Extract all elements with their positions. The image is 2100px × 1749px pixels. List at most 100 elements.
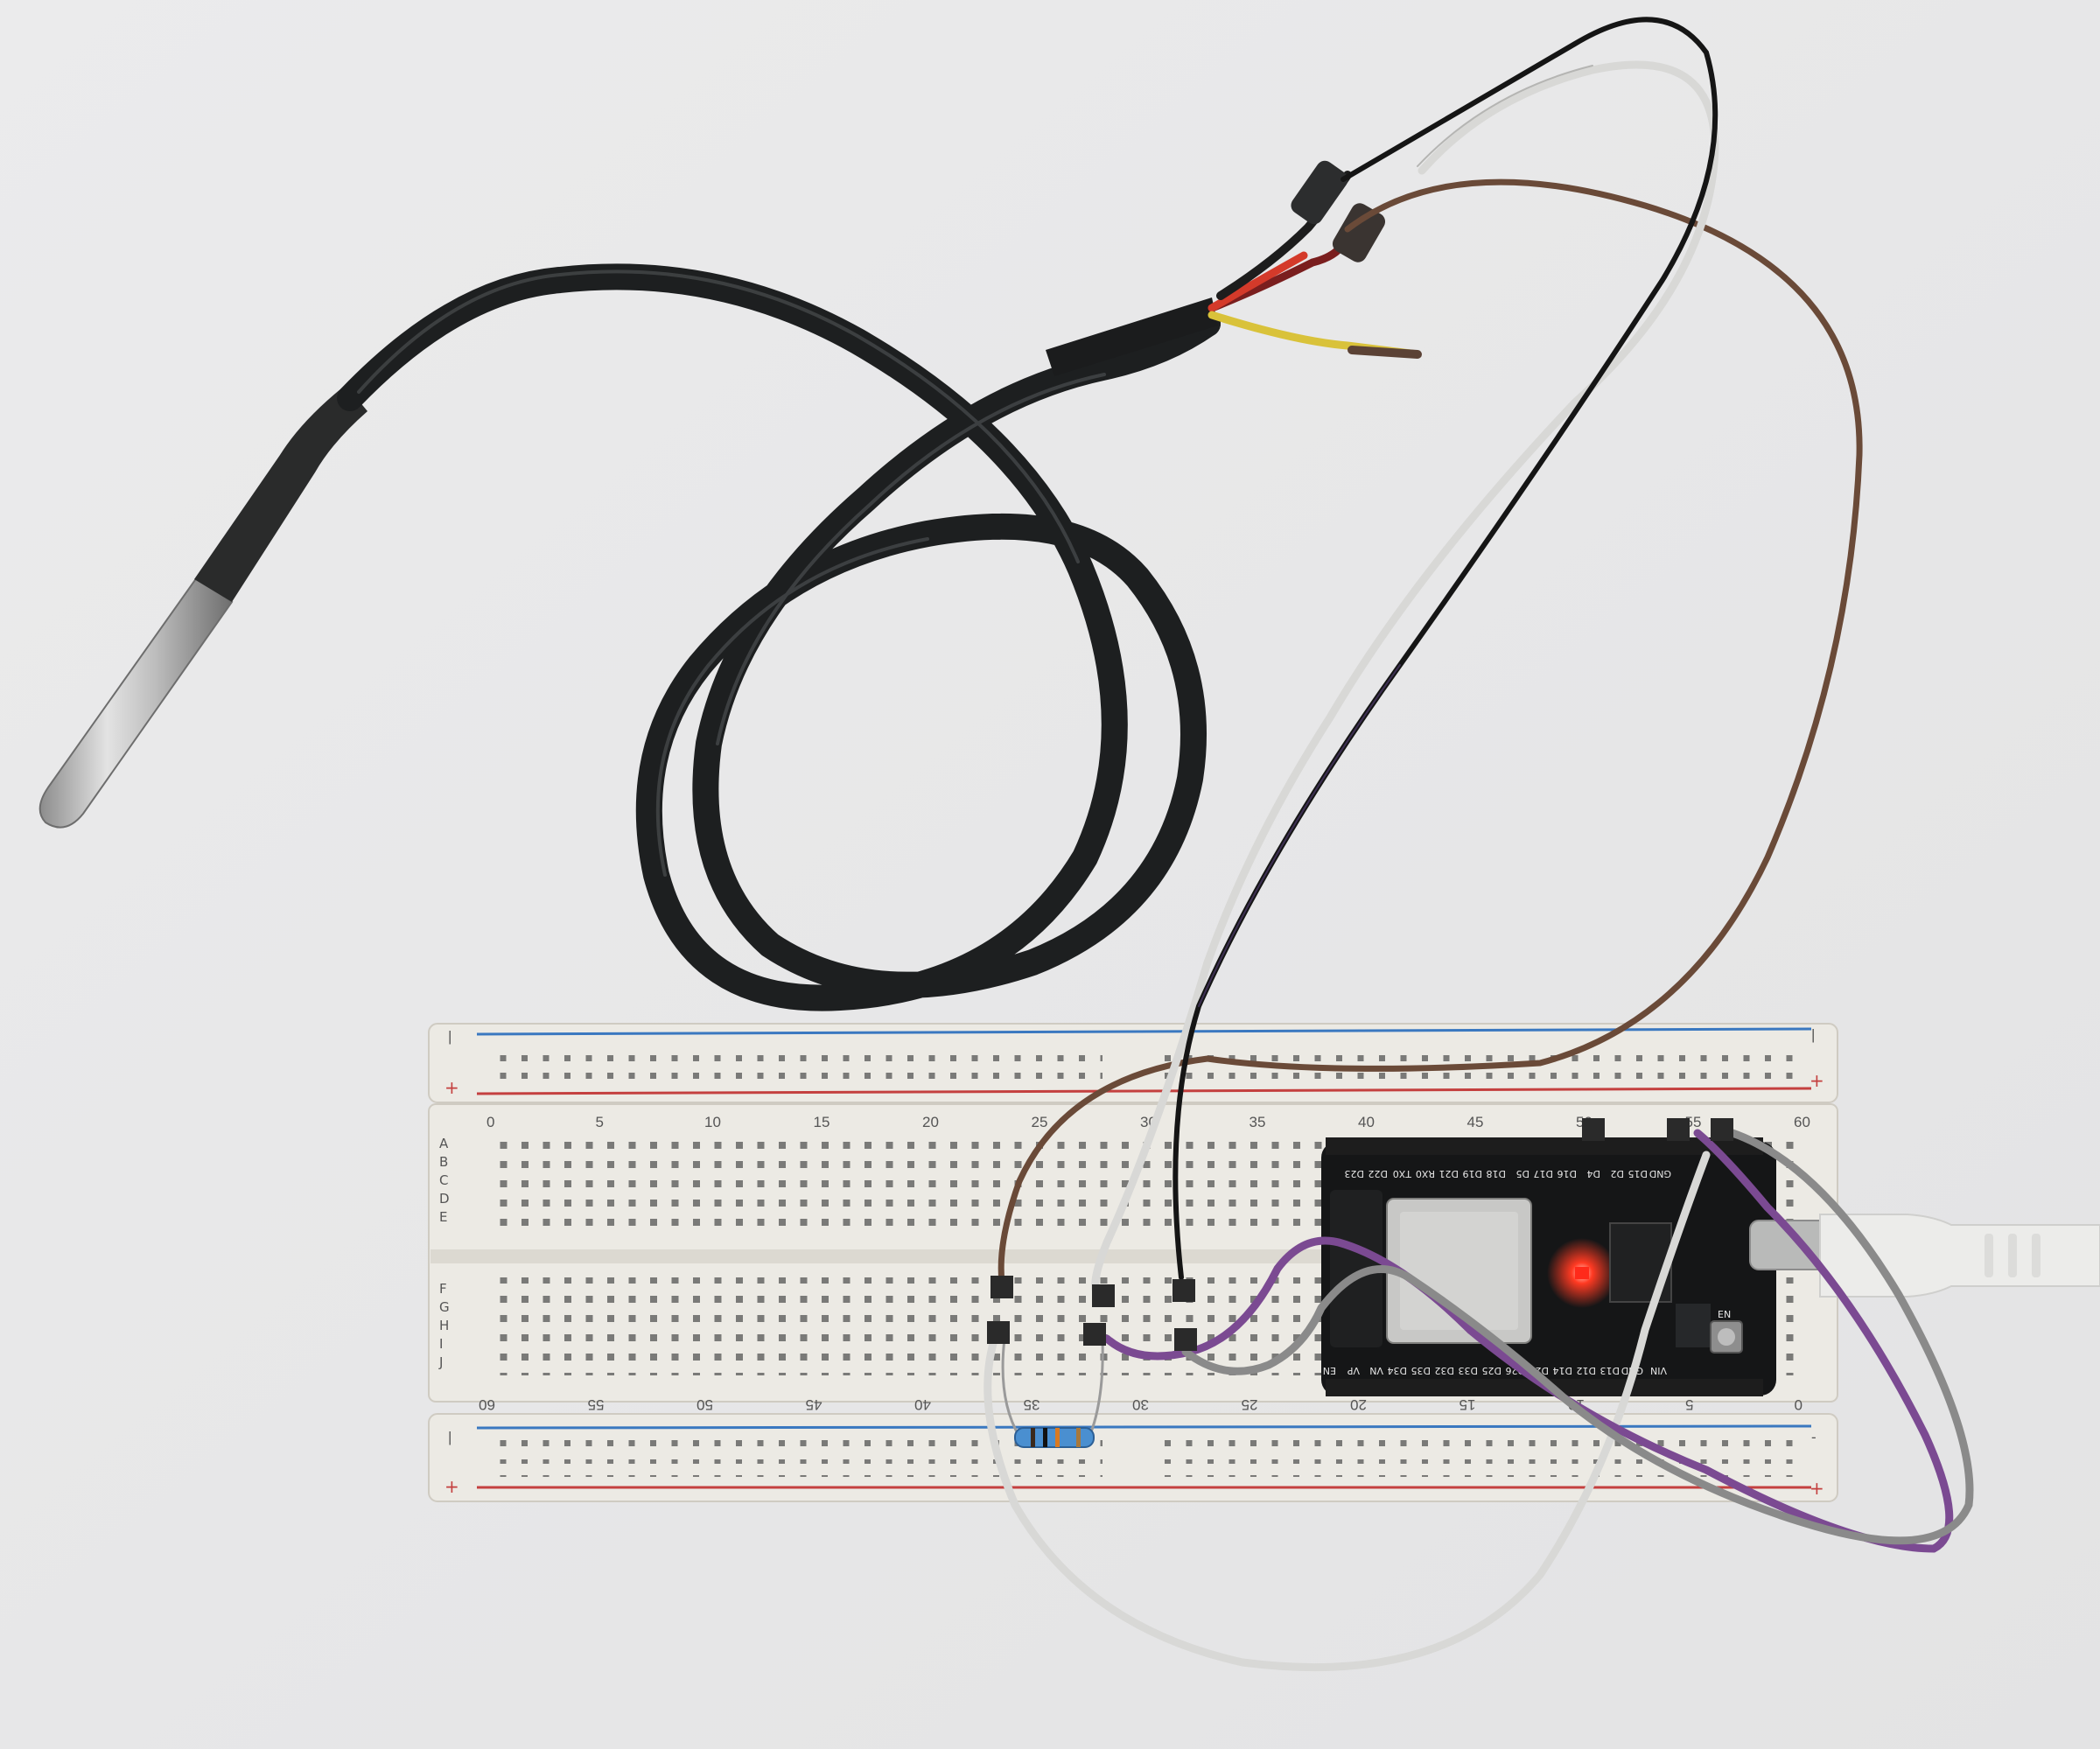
top-rail-red-line xyxy=(476,1087,1812,1095)
column-number-bottom-9: 15 xyxy=(1460,1396,1476,1413)
usb-plug-body xyxy=(1819,1214,2100,1298)
bottom-rail-holes-row2 xyxy=(490,1459,1102,1477)
antenna-area xyxy=(1330,1190,1382,1347)
esp32-bottom-pin-2: D13 xyxy=(1600,1365,1620,1376)
top-rail-holes-row2 xyxy=(490,1067,1102,1085)
row-letter-top-1: B xyxy=(439,1154,448,1170)
bottom-rail-holes-row1 xyxy=(490,1438,1102,1456)
voltage-regulator xyxy=(1676,1304,1711,1347)
probe-cable-highlight xyxy=(357,269,1106,877)
wire-end-purple xyxy=(1083,1323,1106,1346)
cable-jacket-end xyxy=(1046,297,1218,376)
esp32-bottom-pin-13: VP xyxy=(1347,1365,1360,1376)
esp32-top-pin-12: D22 xyxy=(1368,1168,1388,1179)
top-rail-minus-left: | xyxy=(448,1028,452,1045)
column-number-bottom-3: 45 xyxy=(806,1396,822,1413)
esp32-top-pin-7: D18 xyxy=(1487,1168,1506,1179)
esp32-bottom-pin-9: D32 xyxy=(1435,1365,1454,1376)
column-number-bottom-5: 35 xyxy=(1024,1396,1040,1413)
column-number-bottom-2: 50 xyxy=(696,1396,713,1413)
bottom-power-rail xyxy=(428,1413,1838,1502)
column-number-bottom-6: 30 xyxy=(1132,1396,1149,1413)
esp32-module-label-area xyxy=(1400,1212,1518,1330)
usb-grip-3 xyxy=(2032,1234,2040,1277)
top-rail-holes-row1 xyxy=(490,1046,1102,1064)
column-number-top-2: 10 xyxy=(704,1114,721,1130)
esp32-top-pin-10: RX0 xyxy=(1416,1168,1435,1179)
esp32-bottom-pin-8: D33 xyxy=(1459,1365,1478,1376)
column-number-bottom-12: 0 xyxy=(1795,1396,1802,1413)
solder-joint-black xyxy=(1291,160,1348,225)
column-number-top-7: 35 xyxy=(1250,1114,1266,1130)
esp32-bottom-pin-11: D34 xyxy=(1388,1365,1407,1376)
esp32-bottom-pin-0: VIN xyxy=(1650,1365,1667,1376)
top-rail-plus-right: + xyxy=(1810,1070,1824,1091)
esp32-board: EN GNDD15D2D4D16D17D5D18D19D21RX0TX0D22D… xyxy=(1321,1137,1776,1396)
temperature-probe xyxy=(38,385,368,829)
row-letter-top-4: E xyxy=(439,1209,447,1225)
row-letter-bottom-4: J xyxy=(438,1354,443,1370)
row-letter-bottom-1: G xyxy=(439,1299,450,1315)
header-jumper-3 xyxy=(1711,1118,1733,1141)
probe-metal-tip xyxy=(38,576,234,829)
column-number-top-3: 15 xyxy=(814,1114,830,1130)
header-jumper-2 xyxy=(1667,1118,1690,1141)
top-rail-blue-line xyxy=(476,1027,1812,1036)
esp32-bottom-pin-10: D35 xyxy=(1411,1365,1431,1376)
bottom-rail-holes-row1-b xyxy=(1155,1438,1794,1456)
row-letter-top-0: A xyxy=(439,1136,449,1151)
top-rail-holes-row1-b xyxy=(1155,1045,1794,1062)
column-number-top-0: 0 xyxy=(486,1114,494,1130)
esp32-top-pin-11: TX0 xyxy=(1393,1168,1412,1179)
row-letter-bottom-0: F xyxy=(439,1281,447,1297)
esp32-top-pin-5: D17 xyxy=(1534,1168,1553,1179)
column-number-bottom-4: 40 xyxy=(914,1396,931,1413)
esp32-bottom-pin-4: D14 xyxy=(1553,1365,1572,1376)
wire-white xyxy=(1091,60,1719,1299)
power-led xyxy=(1575,1267,1589,1279)
en-button-cap xyxy=(1718,1328,1735,1346)
header-jumper-1 xyxy=(1582,1118,1605,1141)
column-number-top-5: 25 xyxy=(1032,1114,1048,1130)
jumper-wires xyxy=(984,17,1974,1672)
esp32-bottom-pin-12: VN xyxy=(1369,1365,1383,1376)
wire-white-outline xyxy=(1417,65,1593,167)
wire-brown xyxy=(998,178,1863,1285)
top-rail-minus-right: | xyxy=(1811,1026,1815,1043)
esp32-top-pin-1: D15 xyxy=(1628,1168,1648,1179)
column-number-top-4: 20 xyxy=(922,1114,939,1130)
row-letter-bottom-2: H xyxy=(439,1318,449,1333)
en-button-label: EN xyxy=(1718,1309,1731,1320)
esp32-top-pin-0: GND xyxy=(1649,1168,1671,1179)
pin-header-top xyxy=(1326,1137,1763,1155)
usb-grip-1 xyxy=(1984,1234,1993,1277)
column-number-bottom-1: 55 xyxy=(588,1396,605,1413)
wire-end-white-lower xyxy=(987,1321,1010,1344)
row-letter-bottom-3: I xyxy=(439,1336,443,1352)
bottom-rail-holes-row2-b xyxy=(1155,1459,1794,1477)
pullup-resistor xyxy=(1001,1338,1104,1448)
esp32-bottom-pin-labels: VINGNDD13D12D14D27D26D25D33D32D35D34VNVP… xyxy=(1323,1365,1667,1376)
esp32-top-pin-9: D21 xyxy=(1439,1168,1459,1179)
wire-end-white xyxy=(1092,1284,1115,1307)
wire-end-black xyxy=(1172,1279,1195,1302)
bottom-rail-plus-right: + xyxy=(1810,1478,1824,1499)
bottom-rail-plus-left: + xyxy=(444,1476,459,1497)
solder-joint-brown xyxy=(1332,203,1386,262)
esp32-bottom-pin-14: EN xyxy=(1323,1365,1336,1376)
row-letter-top-2: C xyxy=(439,1172,448,1188)
column-number-bottom-0: 60 xyxy=(479,1396,495,1413)
column-number-top-12: 60 xyxy=(1794,1114,1810,1130)
wire-black-shade xyxy=(1198,664,1401,1007)
column-number-top-1: 5 xyxy=(596,1114,604,1130)
esp32-bottom-pin-3: D12 xyxy=(1577,1365,1596,1376)
column-number-bottom-8: 20 xyxy=(1350,1396,1367,1413)
bottom-rail-minus-left: | xyxy=(448,1429,452,1445)
esp32-top-pin-2: D2 xyxy=(1611,1168,1624,1179)
wire-end-gray xyxy=(1174,1328,1197,1351)
column-number-bottom-11: 5 xyxy=(1685,1396,1693,1413)
